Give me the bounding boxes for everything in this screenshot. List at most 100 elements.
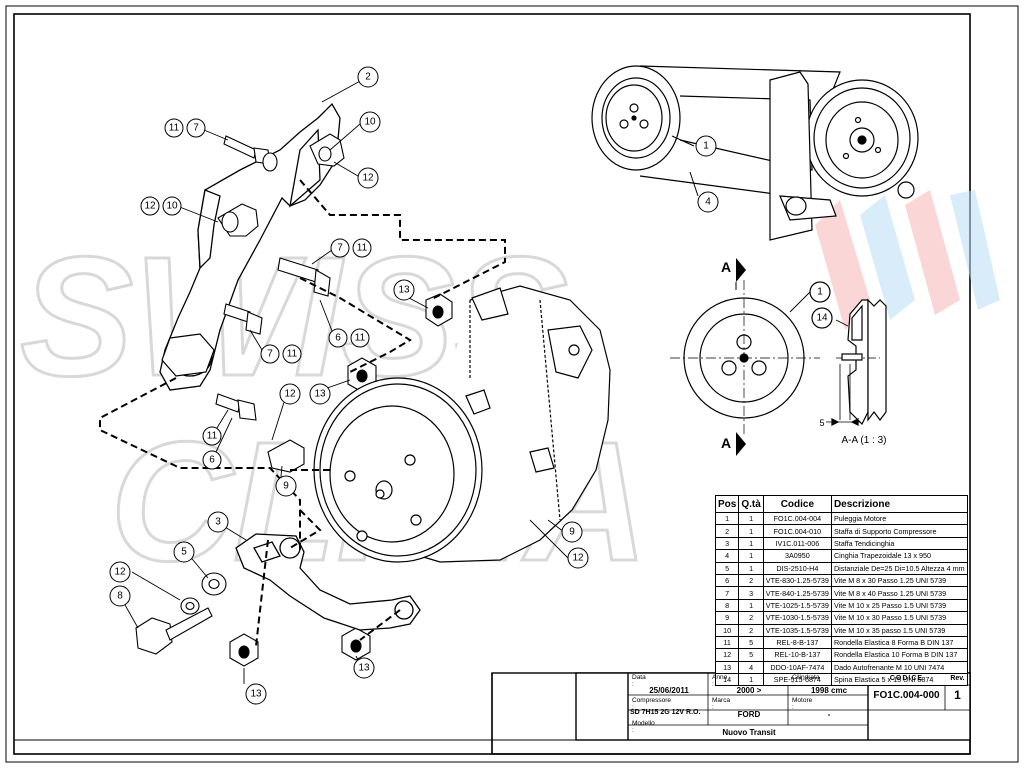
pulley-section-view xyxy=(811,298,887,426)
callout-10: 10 xyxy=(166,201,178,212)
callout-13: 13 xyxy=(250,689,262,700)
tensioner-bracket xyxy=(235,533,421,631)
bom-cell-qta: 3 xyxy=(738,586,764,600)
label-rev: Rev. xyxy=(950,675,965,682)
section-dimension: 5 xyxy=(819,418,824,428)
section-caption: A-A (1 : 3) xyxy=(841,435,886,446)
bom-header-row: Pos Q.tà Codice Descrizione xyxy=(714,495,968,513)
bom-cell-codice: IV1C.011-006 xyxy=(762,536,832,551)
value-anno: 2000 > xyxy=(736,686,762,695)
bolts xyxy=(135,133,557,667)
value-compressore: SD 7H15 2G 12V R.O. xyxy=(630,709,701,716)
label-data: Data : xyxy=(632,674,646,688)
value-modello: Nuovo Transit xyxy=(722,728,776,737)
bom-cell-qta: 1 xyxy=(738,598,764,613)
callout-10: 10 xyxy=(364,117,376,128)
callout-3: 3 xyxy=(215,517,221,528)
bom-cell-descrizione: Rondella Elastica 8 Forma B DIN 137 xyxy=(830,635,968,650)
callout-labels: 2 11 7 10 12 12 10 7 11 13 7 11 6 11 12 … xyxy=(114,72,584,700)
bom-header-descrizione: Descrizione xyxy=(830,495,968,513)
bom-cell-pos: 3 xyxy=(714,536,740,551)
bom-cell-pos: 7 xyxy=(714,586,740,600)
callout-13: 13 xyxy=(314,389,326,400)
label-codice: CODICE xyxy=(889,675,924,682)
bom-cell-pos: 12 xyxy=(714,648,740,662)
label-cilindrata: Cilindrata : xyxy=(792,674,820,688)
callout-circles xyxy=(109,66,589,705)
section-marker-bottom: A xyxy=(721,435,731,451)
value-motore: - xyxy=(827,710,831,719)
bom-cell-descrizione: Cinghia Trapezoidale 13 x 950 xyxy=(830,549,968,563)
bom-cell-qta: 4 xyxy=(738,660,764,675)
bom-cell-codice: VTE-1035-1.5-5739 xyxy=(762,623,832,637)
callout-5: 5 xyxy=(181,547,187,558)
callout-6: 6 xyxy=(335,333,341,344)
bom-cell-codice: REL-10-B-137 xyxy=(762,648,832,662)
bom-cell-pos: 1 xyxy=(714,511,740,526)
bom-cell-codice: REL-8-B-137 xyxy=(762,635,832,650)
bom-cell-pos: 11 xyxy=(714,635,740,650)
callout-8: 8 xyxy=(117,591,123,602)
bom-cell-qta: 2 xyxy=(738,573,764,588)
callout-12: 12 xyxy=(362,173,374,184)
label-motore: Motore : xyxy=(792,697,813,711)
value-marca: FORD xyxy=(737,710,761,719)
bom-cell-codice: VTE-840-1.25-5739 xyxy=(762,586,832,600)
section-marker-top: A xyxy=(721,259,731,275)
callout-12: 12 xyxy=(572,553,584,564)
bom-cell-qta: 5 xyxy=(738,635,764,650)
bom-cell-descrizione: Vite M 10 x 35 passo 1.5 UNI 5739 xyxy=(830,623,968,637)
callout-13: 13 xyxy=(398,285,410,296)
callout-4: 4 xyxy=(705,197,711,208)
bom-cell-qta: 1 xyxy=(738,549,764,563)
bom-cell-pos: 9 xyxy=(714,611,740,625)
bom-cell-descrizione: Puleggia Motore xyxy=(830,511,968,526)
bom-cell-descrizione: Staffa Tendicinghia xyxy=(830,536,968,551)
watermark-stripes xyxy=(815,190,1000,330)
bom-header-pos: Pos xyxy=(714,495,740,513)
bom-cell-qta: 1 xyxy=(738,561,764,575)
label-anno: Anno : xyxy=(712,674,728,688)
bracket-boss xyxy=(161,333,215,377)
callout-11: 11 xyxy=(169,123,180,134)
callout-7: 7 xyxy=(337,243,343,254)
bom-cell-descrizione: Vite M 8 x 40 Passo 1.25 UNI 5739 xyxy=(830,586,968,600)
bom-cell-descrizione: Rondella Elastica 10 Forma B DIN 137 xyxy=(830,648,968,662)
assembly-dashed-lines xyxy=(99,179,506,647)
callout-9: 9 xyxy=(569,527,575,538)
bom-cell-codice: VTE-830-1.25-5739 xyxy=(762,573,832,588)
callout-12: 12 xyxy=(114,567,126,578)
label-modello: Modello : xyxy=(632,720,655,734)
value-codice: FO1C.004-000 xyxy=(873,690,940,701)
bom-cell-pos: 8 xyxy=(714,598,740,613)
bom-header-qta: Q.tà xyxy=(738,495,764,513)
bom-cell-qta: 1 xyxy=(738,511,764,526)
bom-cell-descrizione: Staffa di Supporto Compressore xyxy=(830,524,968,538)
callout-14: 14 xyxy=(816,313,828,324)
bom-cell-descrizione: Dado Autofrenante M 10 UNI 7474 xyxy=(830,660,968,675)
callout-11: 11 xyxy=(287,349,298,360)
pulley-front-view xyxy=(670,280,831,436)
bom-cell-codice: SPE-515-6874 xyxy=(762,673,832,687)
bom-cell-qta: 5 xyxy=(738,648,764,662)
outer-frame xyxy=(5,5,1019,763)
bom-cell-pos: 13 xyxy=(714,660,740,675)
callout-11: 11 xyxy=(355,333,366,344)
belt-drive-view xyxy=(591,65,919,241)
bom-cell-codice: 3A0950 xyxy=(762,549,832,563)
bom-cell-pos: 14 xyxy=(714,673,740,687)
